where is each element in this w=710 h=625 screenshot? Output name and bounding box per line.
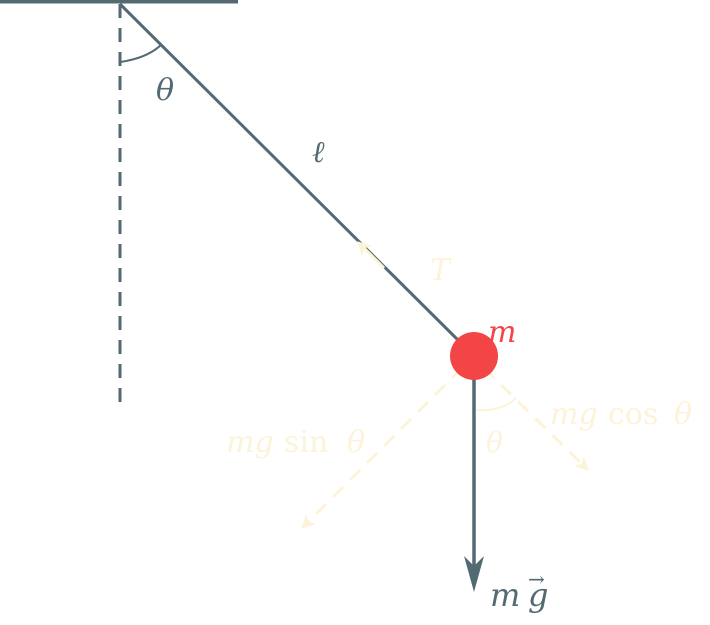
weight-label-vector: → xyxy=(528,567,545,591)
mg-sin-theta-label: mg sin θ xyxy=(226,425,365,460)
sin-label-mg: mg xyxy=(226,425,274,460)
mg-cos-theta-label: mg cos θ xyxy=(550,397,692,432)
sin-label-fn: sin xyxy=(284,425,328,460)
cos-label-mg: mg xyxy=(550,397,598,432)
cos-label-fn: cos xyxy=(608,397,658,432)
mg-sin-component-arrow xyxy=(301,366,464,529)
weight-label-g: g xyxy=(528,576,548,614)
cos-label-theta: θ xyxy=(674,397,692,432)
weight-arrowhead xyxy=(464,556,484,592)
weight-label: m g → xyxy=(490,567,548,614)
length-label: ℓ xyxy=(312,135,325,170)
angle-label-top: θ xyxy=(156,73,174,108)
mass-bob xyxy=(450,332,498,380)
tension-label: T xyxy=(430,253,452,288)
angle-arc-top xyxy=(119,43,163,63)
sin-label-theta: θ xyxy=(347,425,365,460)
weight-label-m: m xyxy=(490,576,520,614)
angle-label-bottom: θ xyxy=(486,426,503,459)
pendulum-string xyxy=(118,2,464,346)
tension-arrow xyxy=(357,241,386,270)
mass-label: m xyxy=(488,315,516,350)
angle-arc-bottom xyxy=(473,397,517,412)
